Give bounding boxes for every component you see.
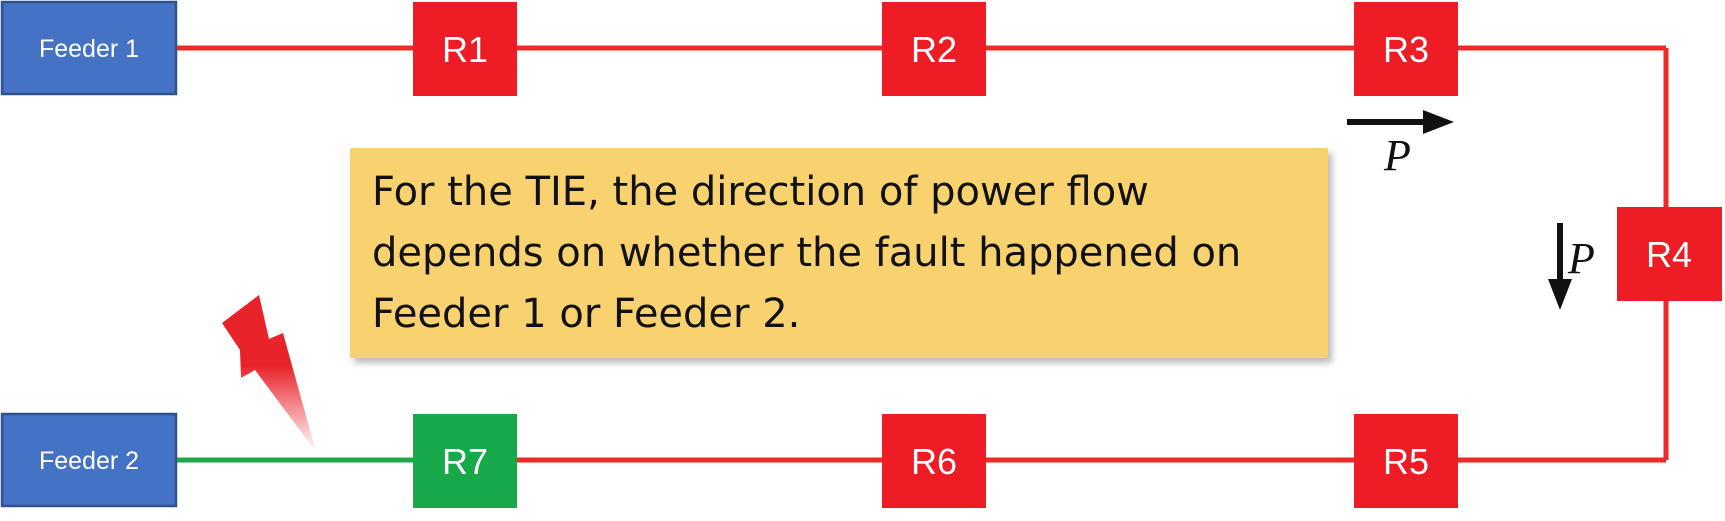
- relay-r5-label: R5: [1383, 441, 1429, 482]
- feeder-2-label: Feeder 2: [39, 447, 139, 475]
- relay-r1-label: R1: [442, 29, 488, 70]
- power-flow-label-vertical: P: [1567, 234, 1595, 283]
- relay-r6-label: R6: [911, 441, 957, 482]
- relay-r4-label: R4: [1646, 234, 1692, 275]
- relay-r2[interactable]: R2: [882, 2, 986, 96]
- power-flow-label-horizontal: P: [1383, 131, 1411, 180]
- note-callout: For the TIE, the direction of power flow…: [350, 148, 1328, 358]
- relay-r3[interactable]: R3: [1354, 2, 1458, 96]
- feeder-1-label: Feeder 1: [39, 35, 139, 63]
- arrow-down-icon: [1548, 223, 1572, 310]
- relay-r7[interactable]: R7: [413, 414, 517, 508]
- relay-r3-label: R3: [1383, 29, 1429, 70]
- power-flow-right: P: [1347, 110, 1454, 180]
- arrow-right-icon: [1347, 110, 1454, 134]
- relay-r7-label: R7: [442, 441, 488, 482]
- relay-r6[interactable]: R6: [882, 414, 986, 508]
- feeder-1-box[interactable]: Feeder 1: [0, 0, 178, 96]
- lightning-bolt-icon: [222, 295, 316, 452]
- note-text: For the TIE, the direction of power flow…: [372, 169, 1242, 337]
- relay-r1[interactable]: R1: [413, 2, 517, 96]
- relay-r5[interactable]: R5: [1354, 414, 1458, 508]
- power-flow-down: P: [1548, 223, 1595, 310]
- relay-r2-label: R2: [911, 29, 957, 70]
- relay-r4[interactable]: R4: [1617, 207, 1722, 301]
- feeder-2-box[interactable]: Feeder 2: [0, 412, 178, 508]
